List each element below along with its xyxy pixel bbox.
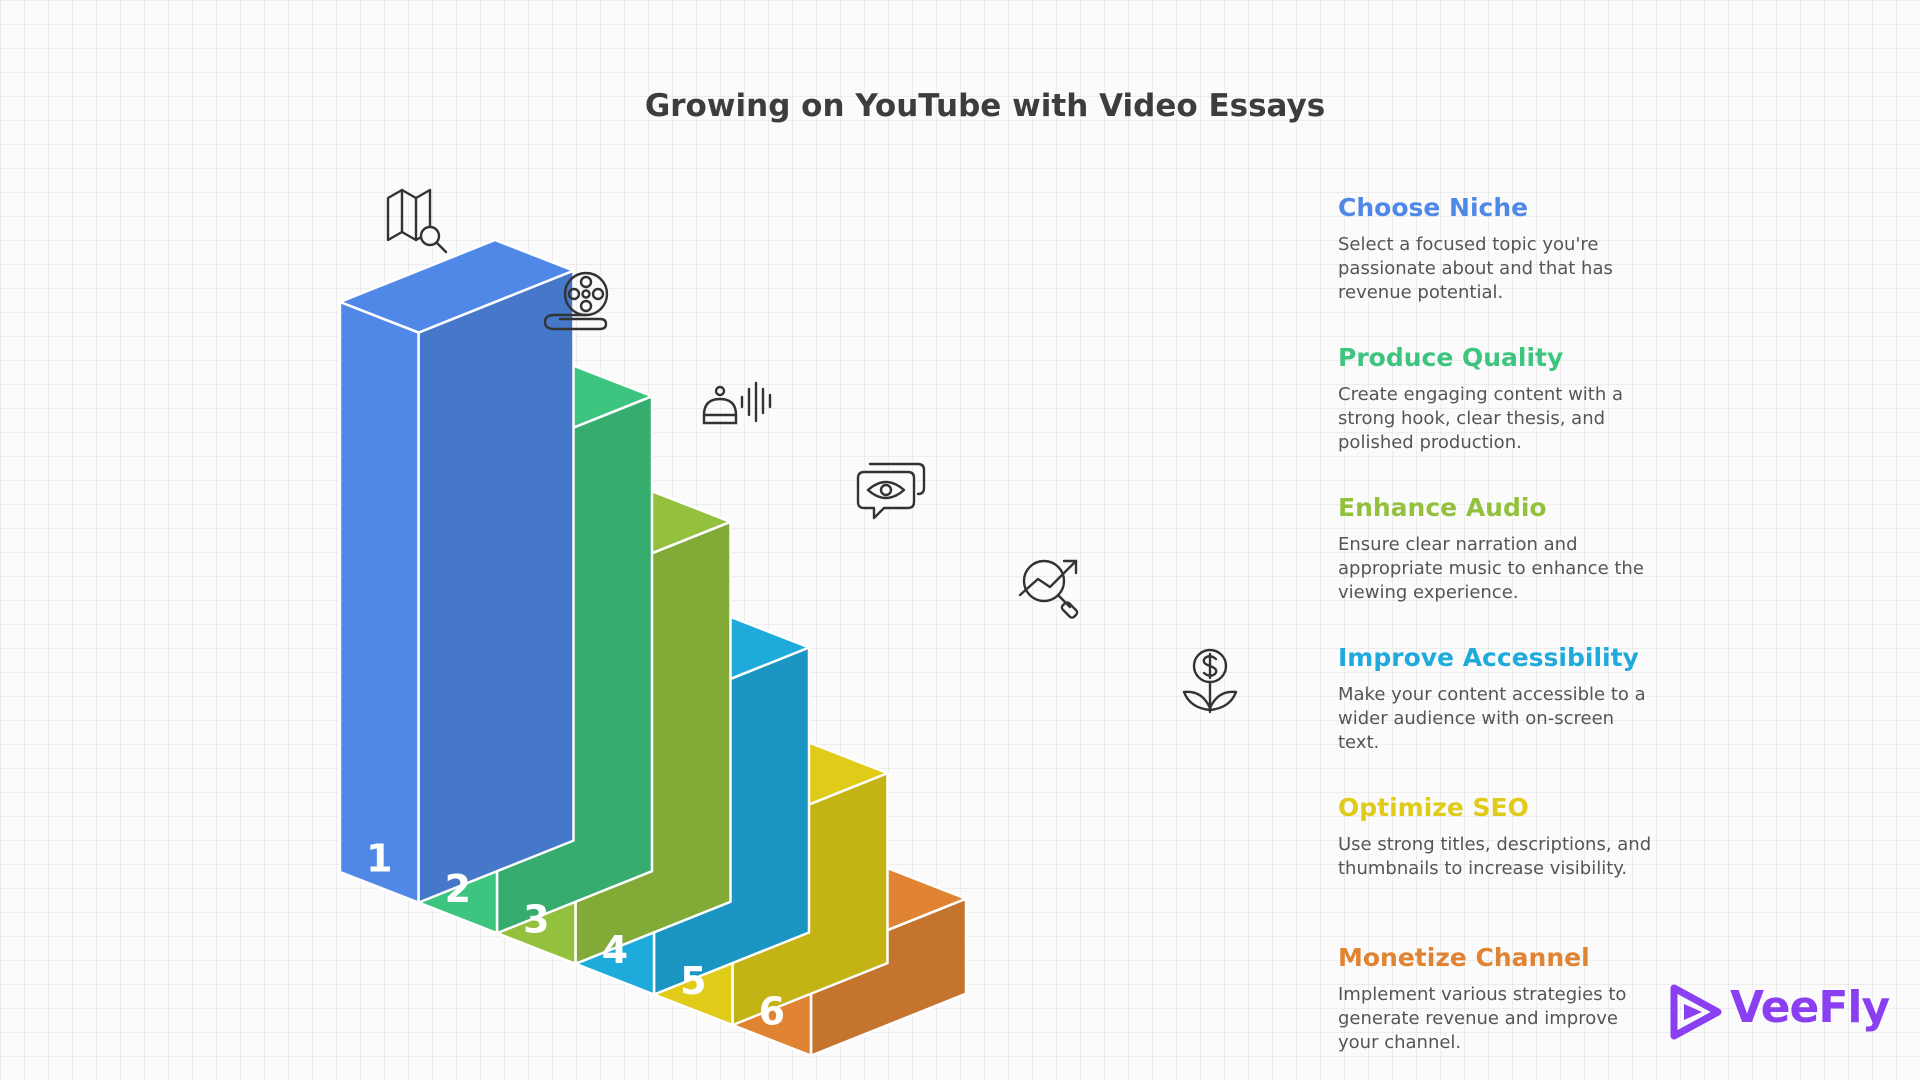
step-description: Implement various strategies to generate… <box>1338 984 1627 1053</box>
speaker-waves-icon <box>702 381 772 425</box>
stair-blocks <box>338 238 968 1057</box>
money-plant-icon <box>1182 648 1238 714</box>
step-description: Make your content accessible to a wider … <box>1338 684 1646 753</box>
step-improve-accessibility: Improve Accessibility Make your content … <box>1338 641 1658 755</box>
step-heading: Monetize Channel <box>1338 943 1590 972</box>
step-choose-niche: Choose Niche Select a focused topic you'… <box>1338 191 1658 305</box>
step-description: Select a focused topic you're passionate… <box>1338 234 1613 303</box>
step-description: Create engaging content with a strong ho… <box>1338 384 1624 453</box>
eye-chat-icon <box>856 462 926 520</box>
stair-front-1 <box>338 300 420 904</box>
stair-number-2: 2 <box>445 867 471 911</box>
stair-number-1: 1 <box>366 836 392 880</box>
stair-number-3: 3 <box>523 898 549 942</box>
veefly-logo-icon <box>1670 984 1722 1040</box>
step-heading: Improve Accessibility <box>1338 643 1639 672</box>
stair-numbers: 6 5 4 3 2 1 <box>366 836 785 1033</box>
step-heading: Produce Quality <box>1338 343 1564 372</box>
film-reel-icon <box>543 271 609 331</box>
step-optimize-seo: Optimize SEO Use strong titles, descript… <box>1338 791 1658 881</box>
page-title: Growing on YouTube with Video Essays <box>644 88 1326 124</box>
trend-search-icon <box>1018 559 1079 619</box>
step-description: Ensure clear narration and appropriate m… <box>1338 534 1644 603</box>
staircase-diagram: 6 5 4 3 2 1 <box>338 188 1238 1057</box>
map-search-icon <box>386 188 448 254</box>
step-monetize-channel: Monetize Channel Implement various strat… <box>1338 941 1658 1055</box>
step-description: Use strong titles, descriptions, and thu… <box>1338 834 1652 879</box>
stair-number-4: 4 <box>602 928 628 972</box>
step-heading: Choose Niche <box>1338 193 1529 222</box>
step-heading: Enhance Audio <box>1338 493 1547 522</box>
brand-name: VeeFly <box>1730 982 1890 1033</box>
step-heading: Optimize SEO <box>1338 793 1529 822</box>
step-produce-quality: Produce Quality Create engaging content … <box>1338 341 1658 455</box>
stair-side-1 <box>417 269 575 904</box>
stair-number-6: 6 <box>759 989 785 1033</box>
step-enhance-audio: Enhance Audio Ensure clear narration and… <box>1338 491 1658 605</box>
stair-number-5: 5 <box>680 959 706 1003</box>
